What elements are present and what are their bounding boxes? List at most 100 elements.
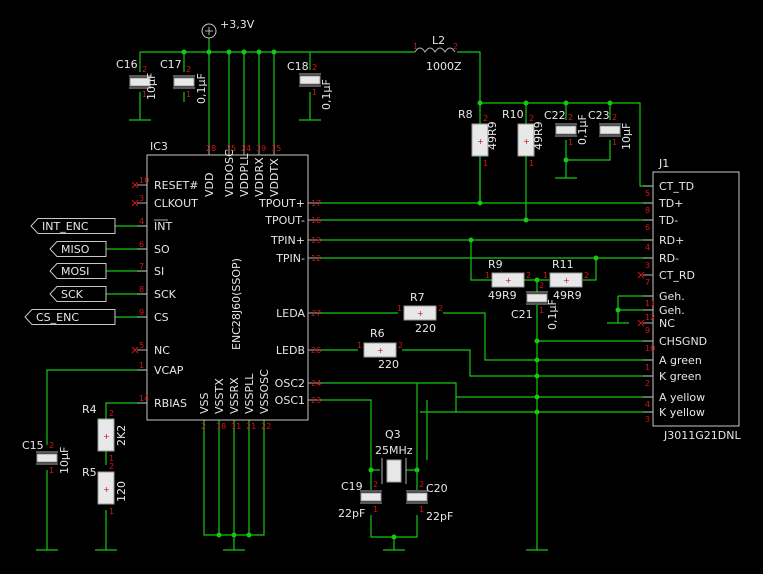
port-shape (49, 286, 107, 302)
resistor-value: 49R9 (553, 289, 582, 302)
ic-pin-name: VSS (198, 392, 211, 414)
resistor-ref: R9 (488, 258, 503, 271)
capacitor-body (360, 492, 382, 502)
capacitor-ref: C16 (116, 58, 138, 71)
crystal-q3: Q3 25MHz (375, 428, 413, 484)
resistor-pin-number: 2 (109, 409, 114, 418)
ic-pin-name: TPOUT+ (258, 197, 305, 210)
capacitor-pin-number: 2 (142, 65, 147, 74)
port-label: INT_ENC (42, 220, 89, 233)
connector-pin-name: Geh. (659, 290, 685, 303)
connector-pin-number: 4 (645, 400, 650, 409)
capacitor-pin-number: 1 (539, 306, 544, 315)
ic-pin-name: SI (154, 265, 164, 278)
ic-pin-number: 19 (256, 144, 266, 153)
connector-pin-name: RD+ (659, 234, 684, 247)
resistor-body (363, 342, 397, 358)
ic-pin-name: VSSOSC (258, 369, 271, 414)
connector-pin-name: K green (659, 370, 702, 383)
ic-pin-name: VDD (203, 173, 216, 197)
capacitor-pin-number: 2 (419, 480, 424, 489)
connector-pins: 5CT_TD8TD+6TD-4RD+3RD-7CT_RD11Geh.12Geh.… (637, 180, 707, 424)
capacitor-value: 22pF (426, 510, 453, 523)
ic-pin-number: 7 (139, 262, 144, 271)
resistor-body (97, 418, 115, 452)
resistor-mark: + (523, 137, 530, 146)
capacitor-ref: C15 (22, 439, 44, 452)
capacitor-value: 10µF (620, 123, 633, 150)
resistor-pin-number: 1 (529, 159, 534, 168)
resistor-ref: R6 (370, 327, 385, 340)
capacitor-body (299, 75, 321, 85)
ic-pin-number: 25 (226, 144, 236, 153)
capacitor-value: 0,1µF (195, 73, 208, 104)
ic-pin-number: 27 (311, 309, 321, 318)
svg-text:1: 1 (413, 42, 418, 51)
capacitor-value: 0,1µF (546, 299, 559, 330)
capacitor-pin-number: 2 (49, 441, 54, 450)
crystal-ref: Q3 (385, 428, 401, 441)
wires (46, 38, 653, 550)
ic-pin-name: NC (154, 344, 170, 357)
capacitor-ref: C19 (341, 480, 363, 493)
resistor-body (403, 305, 437, 321)
resistor-mark: + (417, 309, 424, 318)
no-connect-mark (131, 181, 139, 189)
resistor-pin-number: 1 (483, 159, 488, 168)
port-label: CS_ENC (36, 311, 79, 324)
ic3: IC3 ENC28J60(SSOP) 28VDD25VDDOSC24VDDPLL… (131, 140, 322, 431)
ic-pin-number: 4 (139, 217, 144, 226)
capacitor-value: 22pF (338, 507, 365, 520)
ic-pin-name: SO (154, 243, 170, 256)
junction-dots (181, 49, 621, 540)
resistor-pin-number: 2 (398, 341, 403, 350)
resistor-pin-number: 1 (109, 507, 114, 516)
ic-pin-number: 21 (246, 422, 256, 431)
connector-pin-number: 3 (645, 261, 650, 270)
ic-pin-name: INT (154, 220, 172, 233)
connector-pin-number: 8 (645, 206, 650, 215)
resistor-mark: + (377, 346, 384, 355)
ic-pin-name: VCAP (154, 364, 184, 377)
connector-pin-number: 2 (645, 379, 650, 388)
ic-pin-number: 24 (241, 144, 251, 153)
resistor-value: 120 (115, 481, 128, 502)
resistor-body (517, 123, 535, 157)
port-label: MISO (61, 243, 90, 256)
capacitor-value: 10µF (145, 73, 158, 100)
ic-pin-number: 18 (216, 422, 226, 431)
ic-pin-name: OSC2 (275, 377, 305, 390)
ic-pin-name: CS (154, 311, 169, 324)
port-label: MOSI (61, 265, 89, 278)
ic-pin-number: 2 (201, 422, 206, 431)
connector-pin-number: 10 (645, 344, 655, 353)
no-connect-mark (131, 346, 139, 354)
resistor-pin-number: 2 (438, 304, 443, 313)
resistor-ref: R7 (410, 291, 425, 304)
capacitor-value: 0,1µF (320, 79, 333, 110)
resistor-value: 49R9 (486, 121, 499, 150)
ic-pin-number: 12 (311, 254, 321, 263)
capacitor-pin-number: 2 (568, 113, 573, 122)
ic-pin-name: VSSPLL (243, 373, 256, 414)
capacitor-pin-number: 1 (186, 90, 191, 99)
capacitor-pin-number: 1 (612, 138, 617, 147)
connector-pin-name: CT_TD (659, 180, 694, 193)
ic-pin-number: 8 (139, 285, 144, 294)
connector-pin-name: RD- (659, 252, 679, 265)
ic-pin-name: RBIAS (154, 397, 187, 410)
capacitor-pin-number: 1 (373, 505, 378, 514)
